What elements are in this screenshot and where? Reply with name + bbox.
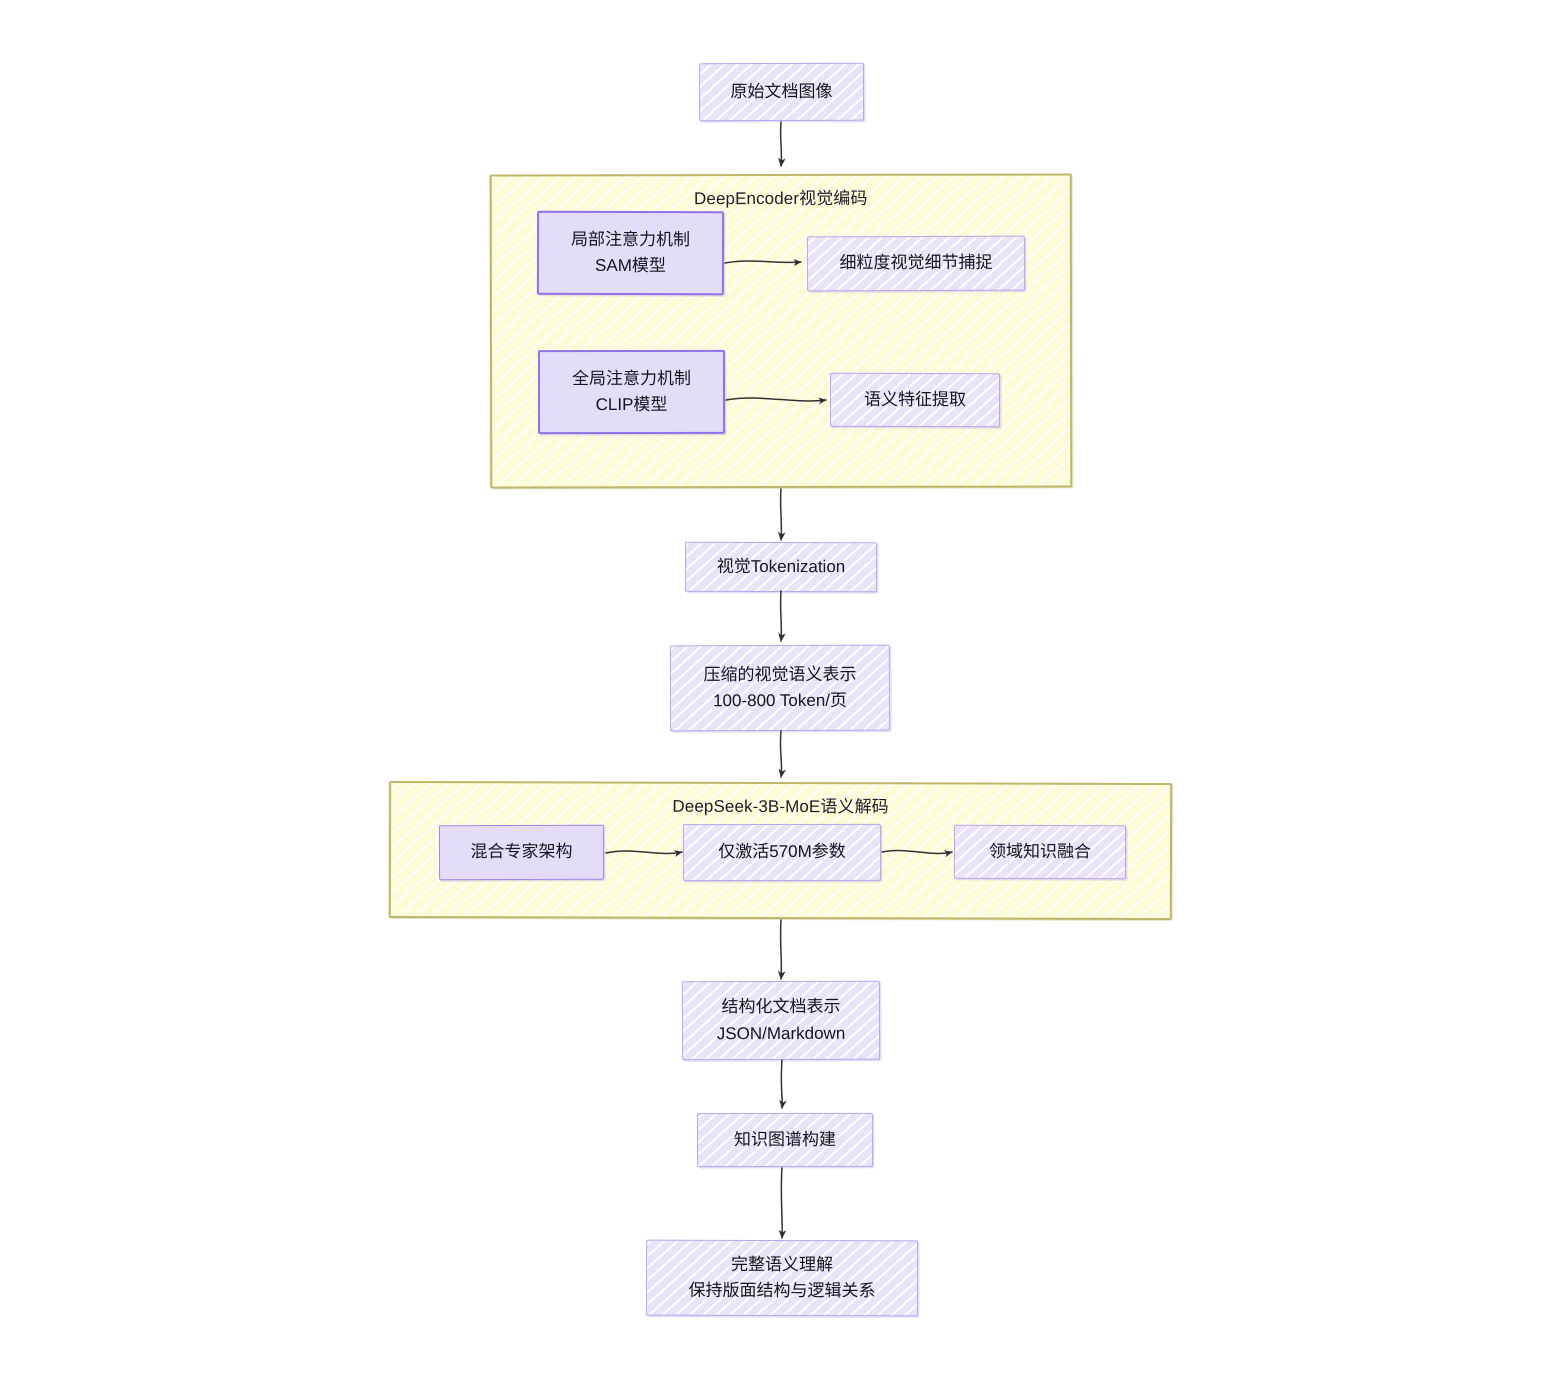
cluster-deep-encoder-title: DeepEncoder视觉编码: [694, 188, 868, 209]
node-global-attention-line2: CLIP模型: [595, 394, 668, 415]
node-semantic-feature-line1: 语义特征提取: [863, 389, 967, 409]
node-fine-grained[interactable]: 细粒度视觉细节捕捉: [806, 235, 1026, 292]
node-knowledge-graph-line1: 知识图谱构建: [733, 1129, 837, 1149]
node-activated-params-line1: 仅激活570M参数: [718, 842, 846, 862]
node-moe-architecture-line1: 混合专家架构: [470, 842, 573, 862]
node-local-attention-line1: 局部注意力机制: [571, 229, 691, 249]
node-global-attention[interactable]: 全局注意力机制 CLIP模型: [537, 349, 726, 435]
edge-encoder-to-tokenization: [777, 489, 786, 541]
node-fine-grained-line1: 细粒度视觉细节捕捉: [839, 253, 993, 273]
node-local-attention[interactable]: 局部注意力机制 SAM模型: [536, 210, 725, 296]
edge-compressed-to-moe: [778, 731, 787, 778]
node-source-image-line1: 原始文档图像: [730, 81, 833, 101]
node-compressed[interactable]: 压缩的视觉语义表示 100-800 Token/页: [669, 644, 891, 732]
edge-source-to-encoder: [778, 122, 786, 167]
edge-moe-to-structured: [777, 920, 786, 980]
node-structured-doc-line1: 结构化文档表示: [721, 996, 841, 1017]
node-structured-doc[interactable]: 结构化文档表示 JSON/Markdown: [681, 980, 881, 1061]
node-activated-params[interactable]: 仅激活570M参数: [682, 823, 882, 882]
node-full-semantic-line2: 保持版面结构与逻辑关系: [688, 1280, 876, 1301]
node-local-attention-line2: SAM模型: [595, 255, 666, 276]
node-domain-knowledge-line1: 领域知识融合: [988, 841, 1092, 861]
cluster-deepseek-moe-title: DeepSeek-3B-MoE语义解码: [672, 796, 889, 817]
node-compressed-line1: 压缩的视觉语义表示: [703, 664, 857, 684]
node-full-semantic[interactable]: 完整语义理解 保持版面结构与逻辑关系: [645, 1239, 919, 1317]
node-compressed-line2: 100-800 Token/页: [713, 690, 848, 711]
node-full-semantic-line1: 完整语义理解: [731, 1254, 834, 1274]
node-knowledge-graph[interactable]: 知识图谱构建: [696, 1112, 874, 1168]
edge-tokenization-to-compressed: [778, 591, 786, 642]
node-structured-doc-line2: JSON/Markdown: [716, 1023, 846, 1043]
edge-kg-to-full: [778, 1168, 787, 1239]
edge-structured-to-kg: [779, 1060, 787, 1109]
node-global-attention-line1: 全局注意力机制: [571, 368, 691, 388]
node-semantic-feature[interactable]: 语义特征提取: [829, 372, 1001, 428]
node-source-image[interactable]: 原始文档图像: [698, 62, 865, 122]
node-moe-architecture[interactable]: 混合专家架构: [438, 824, 605, 881]
node-tokenization[interactable]: 视觉Tokenization: [684, 541, 878, 593]
node-domain-knowledge[interactable]: 领域知识融合: [953, 824, 1127, 880]
node-tokenization-line1: 视觉Tokenization: [716, 556, 846, 576]
